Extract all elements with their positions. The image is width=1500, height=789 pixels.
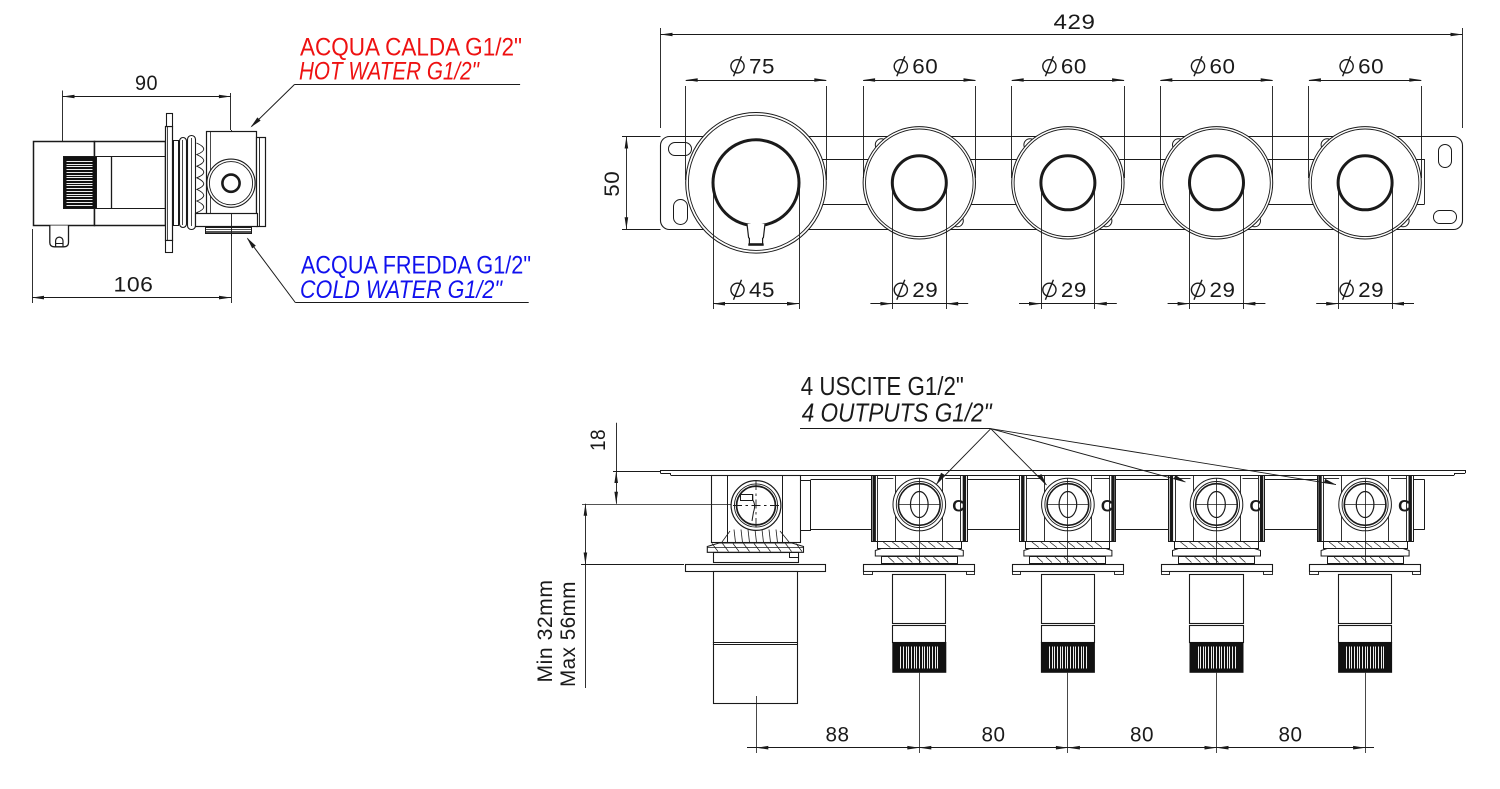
svg-text:C: C: [952, 497, 964, 516]
svg-text:75: 75: [749, 56, 775, 79]
svg-text:ACQUA CALDA G1/2": ACQUA CALDA G1/2": [300, 34, 522, 62]
svg-text:4 USCITE G1/2": 4 USCITE G1/2": [801, 371, 964, 401]
svg-text:60: 60: [1210, 56, 1236, 79]
svg-text:HOT WATER G1/2": HOT WATER G1/2": [299, 58, 480, 86]
svg-text:C: C: [1398, 497, 1410, 516]
svg-text:18: 18: [587, 429, 610, 451]
svg-text:106: 106: [114, 274, 154, 297]
svg-text:88: 88: [826, 724, 850, 747]
svg-text:29: 29: [1061, 279, 1087, 302]
svg-text:80: 80: [982, 724, 1006, 747]
svg-text:50: 50: [601, 171, 624, 197]
svg-text:45: 45: [749, 279, 775, 302]
svg-text:60: 60: [1061, 56, 1087, 79]
svg-text:C: C: [1101, 497, 1113, 516]
svg-text:Min 32mm: Min 32mm: [534, 580, 557, 683]
svg-text:80: 80: [1130, 724, 1154, 747]
svg-text:29: 29: [912, 279, 938, 302]
svg-text:COLD WATER G1/2": COLD WATER G1/2": [300, 276, 503, 304]
svg-text:4 OUTPUTS G1/2": 4 OUTPUTS G1/2": [802, 398, 994, 428]
svg-text:60: 60: [912, 56, 938, 79]
svg-text:429: 429: [1054, 11, 1096, 34]
svg-text:60: 60: [1358, 56, 1384, 79]
svg-text:29: 29: [1210, 279, 1236, 302]
svg-text:ACQUA FREDDA G1/2": ACQUA FREDDA G1/2": [301, 251, 531, 279]
svg-text:Max 56mm: Max 56mm: [557, 581, 580, 687]
svg-text:29: 29: [1358, 279, 1384, 302]
svg-text:C: C: [1250, 497, 1262, 516]
svg-text:80: 80: [1279, 724, 1303, 747]
svg-text:90: 90: [135, 72, 158, 95]
